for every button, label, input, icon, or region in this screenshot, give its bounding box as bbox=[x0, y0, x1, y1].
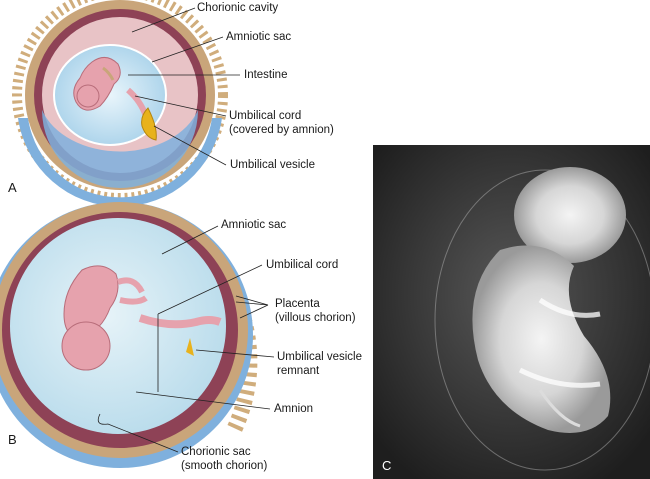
embryo-limbs-b bbox=[116, 277, 148, 305]
panel-letter-b: B bbox=[8, 432, 17, 447]
panel-a-diagram bbox=[12, 0, 240, 207]
panel-letter-c: C bbox=[382, 458, 392, 473]
label-umbilical-vesicle-remnant-line2: remnant bbox=[277, 365, 320, 377]
embryo-head-b bbox=[61, 321, 111, 371]
label-umbilical-vesicle: Umbilical vesicle bbox=[230, 159, 315, 171]
label-chorionic-sac-line2: (smooth chorion) bbox=[181, 460, 268, 472]
label-chorionic-cavity: Chorionic cavity bbox=[197, 2, 279, 14]
amniotic-sac-b bbox=[10, 218, 226, 434]
label-amniotic-sac-b: Amniotic sac bbox=[221, 219, 287, 231]
label-amniotic-sac-a: Amniotic sac bbox=[226, 31, 292, 43]
label-umbilical-cord-a-line1: Umbilical cord bbox=[229, 110, 302, 122]
label-intestine: Intestine bbox=[244, 69, 288, 81]
chorionic-sac-outline-c bbox=[434, 169, 650, 471]
panel-b-diagram bbox=[0, 202, 275, 468]
label-chorionic-sac-line1: Chorionic sac bbox=[181, 446, 251, 458]
label-umbilical-cord-a-line2: (covered by amnion) bbox=[229, 124, 334, 136]
umbilical-vesicle-a bbox=[141, 107, 157, 141]
lower-blue-a bbox=[42, 110, 198, 188]
umbilical-cord-b bbox=[138, 314, 222, 329]
label-placenta-line2: (villous chorion) bbox=[275, 312, 356, 324]
panel-letter-a: A bbox=[8, 180, 17, 195]
amniotic-sac-a bbox=[53, 44, 167, 146]
fetus-limbs-c bbox=[518, 297, 601, 388]
panel-c-photo bbox=[373, 145, 650, 479]
outer-blue-band-a bbox=[18, 118, 222, 207]
embryo-head-a bbox=[76, 84, 100, 108]
label-placenta-line1: Placenta bbox=[275, 298, 320, 310]
label-umbilical-vesicle-remnant-line1: Umbilical vesicle bbox=[277, 351, 362, 363]
intestine-loop-a bbox=[102, 66, 115, 81]
umbilical-cord-c bbox=[538, 389, 581, 428]
fetus-head-c bbox=[514, 167, 626, 263]
label-amnion: Amnion bbox=[274, 403, 313, 415]
umbilical-vesicle-remnant-b bbox=[186, 338, 194, 356]
label-umbilical-cord-b: Umbilical cord bbox=[266, 259, 339, 271]
